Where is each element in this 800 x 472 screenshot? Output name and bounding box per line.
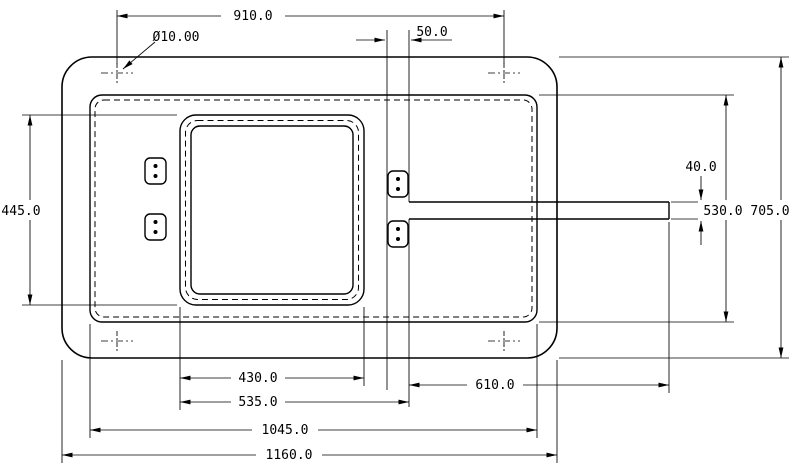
extension-lines (22, 10, 789, 463)
dim-hole-diameter-label: Ø10.00 (153, 30, 200, 45)
dim-flange-height-label: 705.0 (750, 204, 789, 219)
mounting-hole-marks (101, 63, 520, 351)
window-opening-outline (179, 114, 365, 306)
outer-flange-outline (61, 56, 558, 359)
dim-flange-width-label: 1160.0 (266, 448, 313, 463)
dim-panel-height-label: 530.0 (703, 204, 742, 219)
slot-outline (409, 201, 670, 220)
dim-hole-spacing-label: 910.0 (233, 9, 272, 24)
dim-cutout-offset-label: 50.0 (416, 25, 447, 40)
dim-slot-length-label: 610.0 (475, 378, 514, 393)
dim-slot-height-label: 40.0 (685, 160, 716, 175)
retention-clips (144, 157, 409, 248)
dim-opening-height-label: 445.0 (1, 204, 40, 219)
dim-panel-width-label: 1045.0 (262, 423, 309, 438)
dimension-labels: 910.0 Ø10.00 50.0 40.0 530.0 705.0 445.0… (1, 9, 789, 463)
label-masks (0, 7, 792, 464)
cutout-lines (386, 30, 410, 407)
dimension-lines (27, 13, 784, 458)
dim-cutout-width-label: 535.0 (238, 395, 277, 410)
inner-panel-outline (89, 94, 538, 323)
dim-opening-width-label: 430.0 (238, 371, 277, 386)
